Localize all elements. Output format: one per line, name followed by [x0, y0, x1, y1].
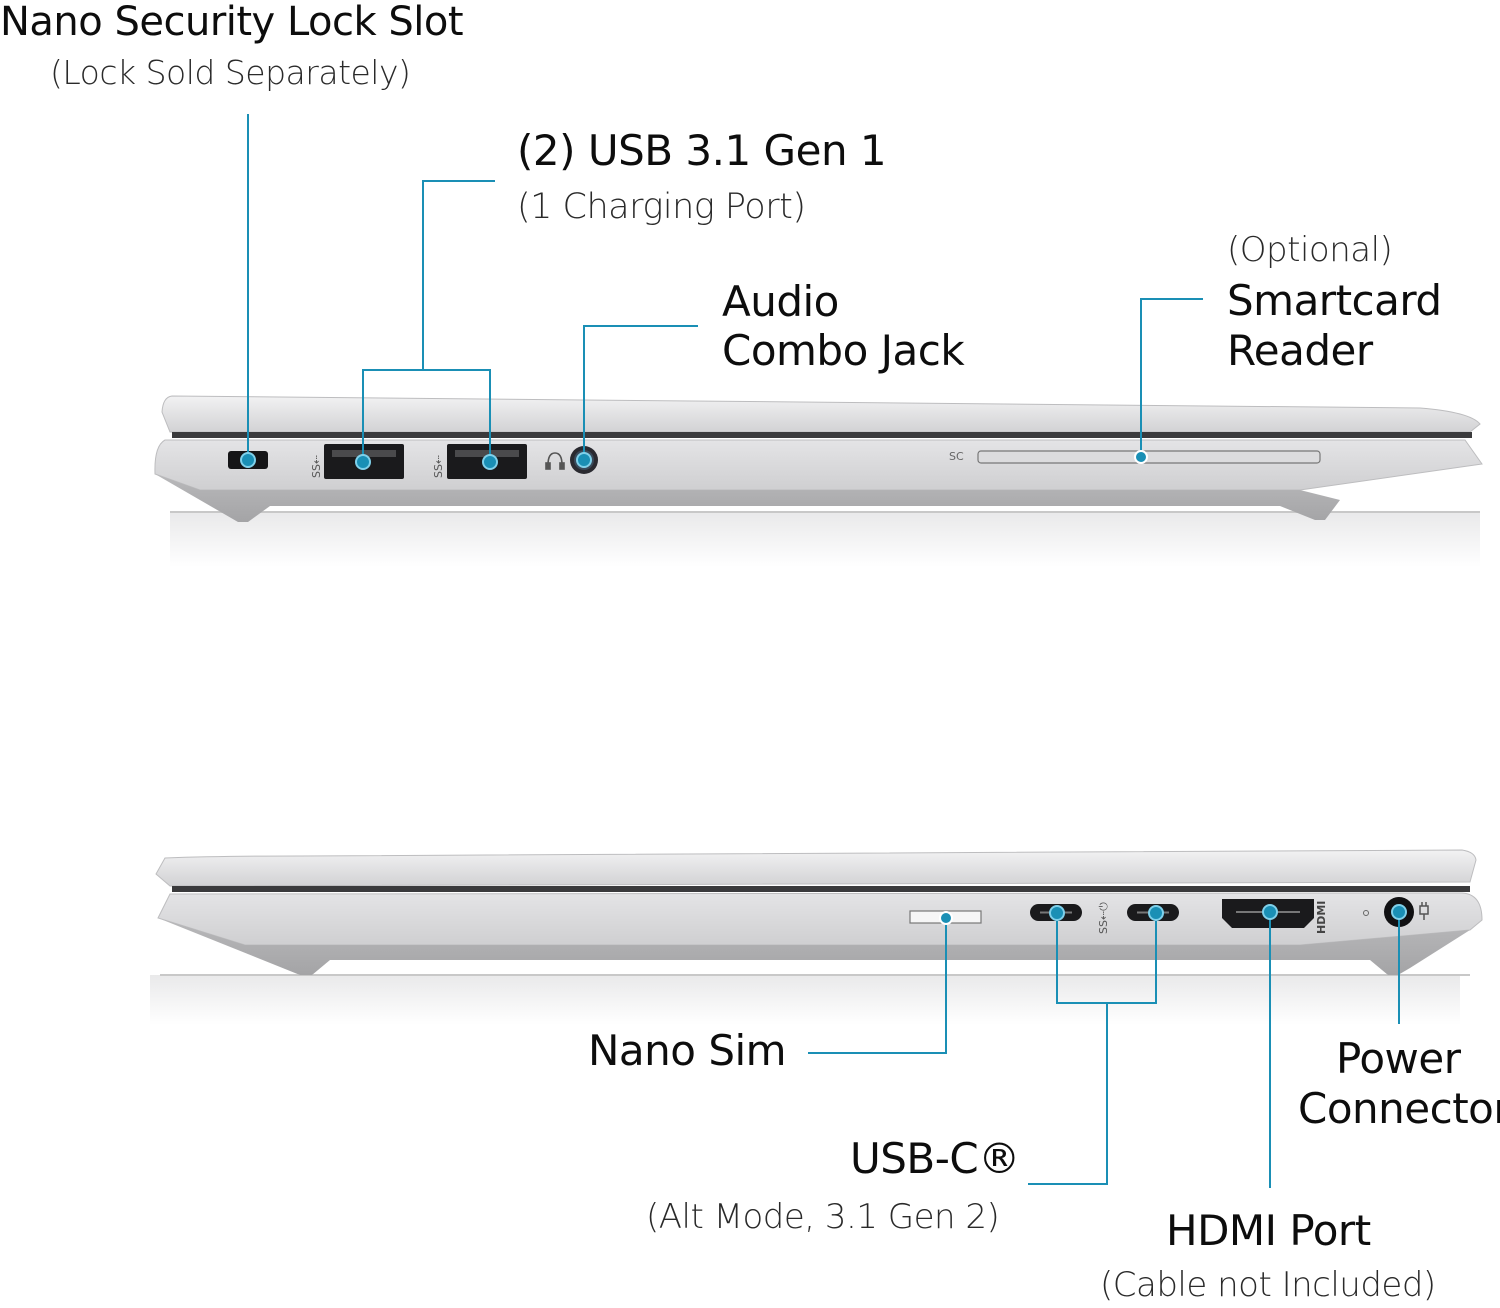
callout-line-usb-c [1028, 1003, 1108, 1185]
callout-line-usb-a [422, 180, 495, 370]
headset-icon [545, 452, 565, 470]
power-led [1363, 910, 1369, 916]
callout-title-lock: Nano Security Lock Slot [0, 0, 464, 45]
dot-nanosim [939, 911, 953, 925]
callout-subtitle-usb-a: (1 Charging Port) [517, 187, 806, 227]
top-callout-dots [240, 450, 1148, 470]
callout-line-nanosim [808, 918, 947, 1054]
smartcard-slot [977, 450, 1321, 464]
reflection-shadow [170, 512, 1480, 567]
dot-hdmi [1262, 904, 1278, 920]
usb-c-ss-logo: SS⇠⏻ [1097, 902, 1110, 934]
dot-audio [576, 452, 592, 468]
usb-ss-logo-2: SS⇠ [432, 455, 445, 478]
top-callout-lines [247, 114, 1203, 462]
base-belly [155, 474, 1340, 522]
laptop-left-side-view: SS⇠ SS⇠ SC [154, 395, 1483, 567]
callout-title-smartcard-line2: Reader [1227, 326, 1373, 375]
dot-usb-a-1 [355, 454, 371, 470]
hinge-gap [172, 432, 1472, 438]
callout-subtitle-lock: (Lock Sold Separately) [50, 53, 411, 92]
bottom-callout-lines [808, 912, 1400, 1188]
sc-label: SC [949, 450, 964, 463]
hdmi-logo: HDMI [1315, 901, 1328, 934]
callout-subtitle-hdmi: (Cable not Included) [1100, 1265, 1436, 1305]
reflection-shadow [150, 975, 1460, 1025]
callout-title-power-line2: Connector [1298, 1084, 1500, 1133]
dot-smartcard [1134, 450, 1148, 464]
callout-title-audio-line2: Combo Jack [722, 326, 965, 375]
lid [161, 395, 1481, 433]
usb-ss-logo-1: SS⇠ [310, 455, 323, 478]
callout-line-audio [583, 325, 698, 460]
callout-title-smartcard-line1: Smartcard [1227, 276, 1442, 325]
lid [155, 849, 1477, 887]
callout-line-usb-a-bracket [362, 369, 491, 462]
power-plug-icon [1419, 902, 1429, 920]
hinge-gap [172, 886, 1470, 892]
dot-usb-c-1 [1049, 905, 1065, 921]
callout-subtitle-usb-c: (Alt Mode, 3.1 Gen 2) [646, 1197, 1000, 1237]
callout-title-usb-a: (2) USB 3.1 Gen 1 [517, 126, 887, 175]
base-belly [158, 918, 1470, 975]
dot-usb-a-2 [482, 454, 498, 470]
callout-pre-smartcard: (Optional) [1227, 230, 1393, 270]
callout-line-smartcard [1140, 298, 1203, 457]
laptop-right-side-view: SS⇠⏻ HDMI [150, 849, 1483, 1025]
dot-power [1391, 904, 1407, 920]
dot-usb-c-2 [1148, 905, 1164, 921]
bottom-callout-dots [939, 904, 1407, 925]
callout-title-nanosim: Nano Sim [588, 1026, 787, 1075]
callout-title-power-line1: Power [1336, 1034, 1461, 1083]
callout-title-audio-line1: Audio [722, 277, 839, 326]
callout-title-usb-c: USB-C® [850, 1134, 1020, 1183]
callout-title-hdmi: HDMI Port [1166, 1206, 1371, 1255]
dot-lock [240, 452, 256, 468]
